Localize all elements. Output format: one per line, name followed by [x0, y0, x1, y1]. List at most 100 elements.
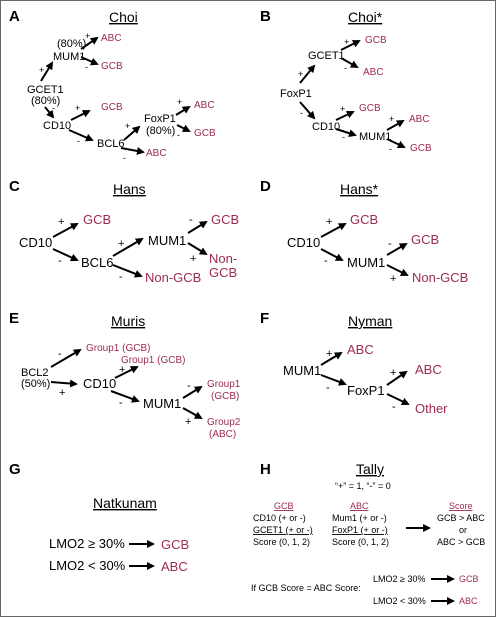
cd10-node: CD10: [43, 120, 71, 132]
arrow-mum1-foxp1: [320, 374, 347, 386]
arrow-mum1-abc: [80, 36, 99, 50]
outcome-gcb: GCB: [365, 35, 387, 46]
outcome-group2-abc: (ABC): [209, 429, 236, 440]
arrow-mum1-gcb: [80, 56, 99, 66]
abc-row-foxp1: FoxP1 (+ or -): [332, 525, 388, 535]
gcet1-node: GCET1: [27, 84, 64, 96]
arrow-cd10-mum1: [320, 248, 344, 261]
arrow-foxp1-abc: [175, 105, 191, 116]
panel-c-label: C: [9, 178, 20, 195]
mum1-node: MUM1: [143, 396, 181, 411]
arrow-gcet1-mum1: [40, 61, 54, 82]
outcome-gcb: GCB: [410, 143, 432, 154]
outcome-non-gcb: Non-GCB: [145, 270, 201, 285]
outcome-non-gcb-line2: GCB: [209, 265, 237, 280]
lmo2-high-row: LMO2 ≥ 30%: [373, 574, 425, 584]
sign-plus: +: [389, 114, 394, 124]
sign-plus: +: [118, 238, 124, 250]
bcl6-node: BCL6: [97, 138, 125, 150]
sign-minus: -: [58, 255, 62, 267]
cd10-node: CD10: [19, 235, 52, 250]
sign-plus: +: [59, 387, 65, 399]
sign-minus: -: [388, 238, 392, 250]
arrow-gcet1-abc: [340, 57, 359, 68]
panel-d: D Hans* CD10 MUM1 + GCB - - GCB + Non-GC…: [260, 178, 468, 285]
arrow-foxp1-abc: [386, 370, 408, 386]
panel-g-title: Natkunam: [93, 495, 157, 511]
outcome-gcb: GCB: [211, 212, 239, 227]
score-or: or: [459, 525, 467, 535]
sign-plus: +: [185, 416, 191, 428]
sign-minus: -: [392, 401, 396, 413]
arrow-foxp1-other: [386, 393, 410, 406]
tie-rule: If GCB Score = ABC Score:: [251, 583, 361, 593]
tally-rule: “+” = 1, “-” = 0: [335, 481, 391, 491]
gcb-row-gcet1: GCET1 (+ or -): [253, 525, 313, 535]
outcome-gcb: GCB: [161, 537, 189, 552]
outcome-group1-gcb-line2: (GCB): [211, 391, 239, 402]
arrow-mum1-group1: [182, 385, 203, 399]
arrow-mum1-abc: [386, 120, 405, 131]
abc-row-score: Score (0, 1, 2): [332, 537, 389, 547]
outcome-gcb: GCB: [459, 574, 479, 584]
sign-plus: +: [326, 216, 332, 228]
outcome-abc: ABC: [409, 114, 430, 125]
outcome-other: Other: [415, 401, 448, 416]
panel-h-title: Tally: [356, 461, 384, 477]
arrow-mum1-group2: [182, 407, 203, 419]
outcome-non: Non-: [209, 251, 237, 266]
sign-plus: +: [75, 103, 80, 113]
sign-plus: +: [390, 367, 396, 379]
foxp1-node: FoxP1: [144, 113, 176, 125]
panel-d-label: D: [260, 178, 271, 195]
arrow-cd10-gcb: [320, 223, 347, 238]
sign-plus: +: [390, 273, 396, 285]
arrow-foxp1-gcb: [176, 124, 191, 132]
foxp1-node: FoxP1: [280, 88, 312, 100]
gcb-row-score: Score (0, 1, 2): [253, 537, 310, 547]
arrow-mum1-gcb: [386, 242, 408, 256]
sign-plus: +: [298, 69, 303, 79]
sign-plus: +: [125, 121, 130, 131]
panel-c: C Hans CD10 BCL6 MUM1 + GCB - + - Non-GC…: [9, 178, 239, 285]
panel-d-title: Hans*: [340, 181, 379, 197]
cd10-node: CD10: [83, 376, 116, 391]
outcome-abc: ABC: [194, 100, 215, 111]
bcl2-percent: (50%): [21, 378, 50, 390]
sign-minus: -: [177, 130, 180, 140]
sign-minus: -: [85, 62, 88, 72]
sign-plus: +: [39, 65, 44, 75]
sign-minus: -: [324, 255, 328, 267]
arrow-bcl6-non-gcb: [112, 264, 143, 278]
outcome-gcb: GCB: [411, 232, 439, 247]
lmo2-low-row: LMO2 < 30%: [373, 596, 426, 606]
score-abc-gt-gcb: ABC > GCB: [437, 537, 485, 547]
gcet1-percent: (80%): [31, 95, 60, 107]
sign-minus: -: [342, 132, 345, 142]
panel-g-label: G: [9, 461, 21, 478]
lmo2-low-row: LMO2 < 30%: [49, 558, 126, 573]
sign-minus: -: [326, 382, 330, 394]
sign-minus: -: [119, 271, 123, 283]
arrow-cd10-gcb: [70, 110, 91, 121]
mum1-node: MUM1: [283, 363, 321, 378]
arrow-bcl6-foxp1: [123, 125, 141, 141]
outcome-abc: ABC: [347, 342, 374, 357]
panel-b-label: B: [260, 8, 271, 25]
arrow-mum1-non-gcb: [386, 264, 409, 276]
gcb-row-cd10: CD10 (+ or -): [253, 513, 306, 523]
gcb-column-header: GCB: [274, 501, 294, 511]
arrow-cd10-gcb: [52, 223, 79, 238]
sign-minus: -: [77, 136, 80, 146]
cd10-node: CD10: [287, 235, 320, 250]
outcome-group1-gcb: Group1 (GCB): [121, 355, 185, 366]
panel-a-label: A: [9, 8, 20, 25]
sign-plus: +: [190, 253, 196, 265]
abc-row-mum1: Mum1 (+ or -): [332, 513, 387, 523]
sign-minus: -: [123, 153, 126, 163]
arrow-bcl6-mum1: [112, 237, 144, 257]
panel-a-title: Choi: [109, 9, 138, 25]
mum1-node: MUM1: [359, 131, 391, 143]
outcome-abc: ABC: [363, 67, 384, 78]
